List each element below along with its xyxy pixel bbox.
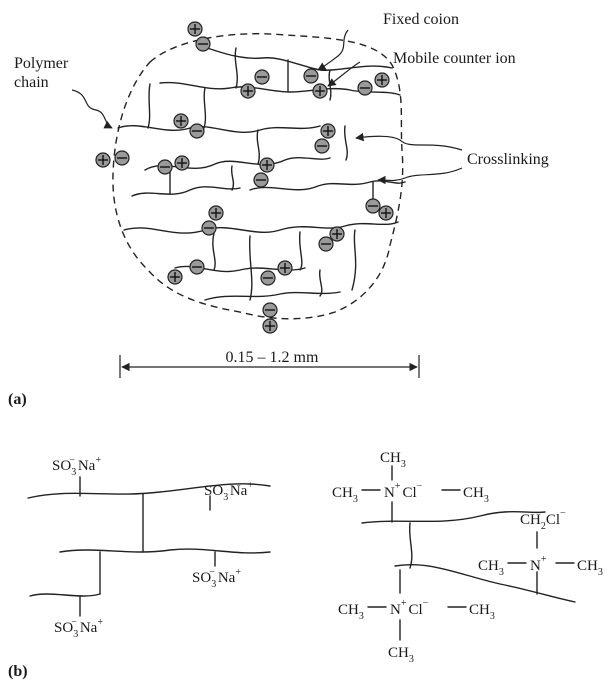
fixed-coion <box>114 150 130 166</box>
mobile-counter-ion <box>173 113 189 129</box>
callout-arrows <box>71 29 463 185</box>
polymer-chain-arrow <box>71 89 113 129</box>
fixed-coion <box>157 159 173 175</box>
fixed-coion-arrow <box>317 29 349 71</box>
mobile-counter-ion <box>329 226 345 242</box>
fixed-coion <box>318 236 334 252</box>
svg-text:CH3: CH3 <box>469 602 495 622</box>
mobile-counter-ion <box>167 269 183 285</box>
mobile-counter-ion <box>262 318 278 334</box>
fixed-coion <box>303 68 319 84</box>
svg-text:CH3: CH3 <box>332 485 358 505</box>
fixed-coion <box>195 36 211 52</box>
bead-boundary <box>112 33 404 320</box>
sulfonate-group: SO3−Na+ <box>52 455 101 478</box>
svg-text:CH2Cl−: CH2Cl− <box>520 508 566 532</box>
fixed-coion <box>189 123 205 139</box>
resin-bead-diagram: Polymer chain Fixed coion Mobile counter… <box>8 11 549 408</box>
fixed-coion <box>201 220 217 236</box>
fixed-coion <box>262 302 278 318</box>
panel-b-label: (b) <box>8 663 28 680</box>
fixed-coion <box>260 270 276 286</box>
size-dimension: 0.15 – 1.2 mm <box>119 349 420 378</box>
mobile-counter-ion <box>259 157 275 173</box>
mobile-counter-ion-arrow <box>327 61 361 87</box>
fixed-coion <box>357 80 373 96</box>
fixed-coion <box>365 198 381 214</box>
sulfonate-group: SO3−Na+ <box>204 480 253 503</box>
size-range-label: 0.15 – 1.2 mm <box>226 349 319 366</box>
svg-text:N+Cl−: N+Cl− <box>384 481 423 501</box>
crosslinking-arrow-2 <box>377 167 463 185</box>
fixed-coion <box>314 138 330 154</box>
mobile-counter-ion <box>208 205 224 221</box>
crosslinking-label: Crosslinking <box>467 151 549 168</box>
mobile-counter-ion <box>312 83 328 99</box>
sulfonate-group: SO3−Na+ <box>192 567 241 590</box>
cation-exchanger-structure: SO3−Na+ SO3−Na+ SO3−Na+ SO3−Na+ <box>27 455 271 640</box>
svg-text:CH3: CH3 <box>338 602 364 622</box>
svg-text:CH3: CH3 <box>478 558 504 578</box>
fixed-coion <box>253 172 269 188</box>
polymer-chain-label: Polymer chain <box>14 55 72 91</box>
svg-text:CH3: CH3 <box>380 450 406 470</box>
fixed-coion-label: Fixed coion <box>383 11 459 28</box>
mobile-counter-ion <box>320 123 336 139</box>
crosslinking-arrow-1 <box>355 132 463 151</box>
fixed-coion <box>254 69 270 85</box>
fixed-coion <box>189 259 205 275</box>
mobile-counter-ion <box>374 72 390 88</box>
mobile-counter-ion <box>277 260 293 276</box>
sulfonate-group: SO3−Na+ <box>54 617 103 640</box>
crosslinks <box>147 47 374 301</box>
svg-text:N+Cl−: N+Cl− <box>390 598 429 618</box>
svg-text:N+: N+ <box>530 554 547 574</box>
mobile-counter-ion <box>378 205 394 221</box>
mobile-counter-ion-label: Mobile counter ion <box>393 50 516 67</box>
mobile-counter-ion <box>174 155 190 171</box>
svg-text:CH3: CH3 <box>577 558 603 578</box>
mobile-counter-ion <box>240 83 256 99</box>
mobile-counter-ion <box>187 21 203 37</box>
svg-text:CH3: CH3 <box>388 645 414 665</box>
panel-a-label: (a) <box>8 391 27 408</box>
ions <box>95 21 394 334</box>
mobile-counter-ion <box>95 152 111 168</box>
anion-exchanger-structure: CH3 CH3 N+Cl− CH3 CH2Cl− CH3 N+ CH3 CH3 … <box>332 450 603 665</box>
svg-text:CH3: CH3 <box>463 485 489 505</box>
